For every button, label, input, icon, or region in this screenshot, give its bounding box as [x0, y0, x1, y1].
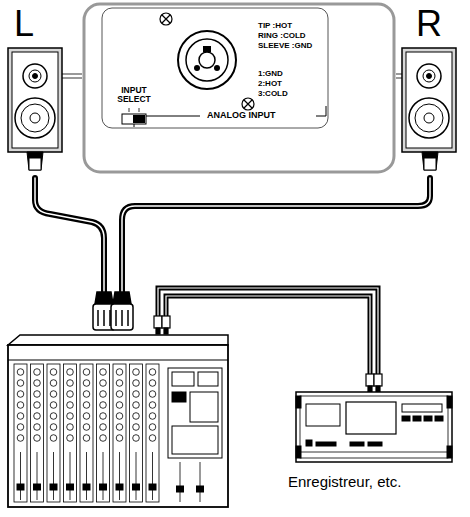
panel-label: RING :COLD: [258, 32, 306, 40]
speaker-l: [8, 48, 62, 170]
panel-label: TIP :HOT: [258, 22, 292, 30]
channel-letter: L: [14, 6, 34, 42]
input-panel-callout: INPUT SELECT TIP :HOT RING :COLD SLEEVE :GN…: [82, 2, 396, 174]
channel-letter: R: [416, 6, 442, 42]
device-node: L: [8, 2, 62, 152]
panel-label: 2:HOT: [258, 80, 282, 88]
panel-label: SLEEVE :GND: [258, 42, 312, 50]
panel-label: 3:COLD: [258, 90, 288, 98]
recorder: [296, 392, 452, 462]
device-caption: Enregistreur, etc.: [288, 474, 401, 489]
panel-label: 1:GND: [258, 70, 283, 78]
device-node: R: [402, 2, 456, 152]
panel-label: INPUT SELECT: [112, 86, 156, 105]
xlr-cable: [35, 178, 430, 292]
callout-connector: [396, 76, 402, 77]
speaker-r: [402, 48, 456, 170]
mixer: [8, 335, 228, 507]
panel-label: ANALOG INPUT: [204, 111, 279, 120]
callout-connector: [62, 76, 82, 77]
device-node: Enregistreur, etc.: [284, 466, 460, 496]
xlr-plug: [93, 292, 133, 330]
